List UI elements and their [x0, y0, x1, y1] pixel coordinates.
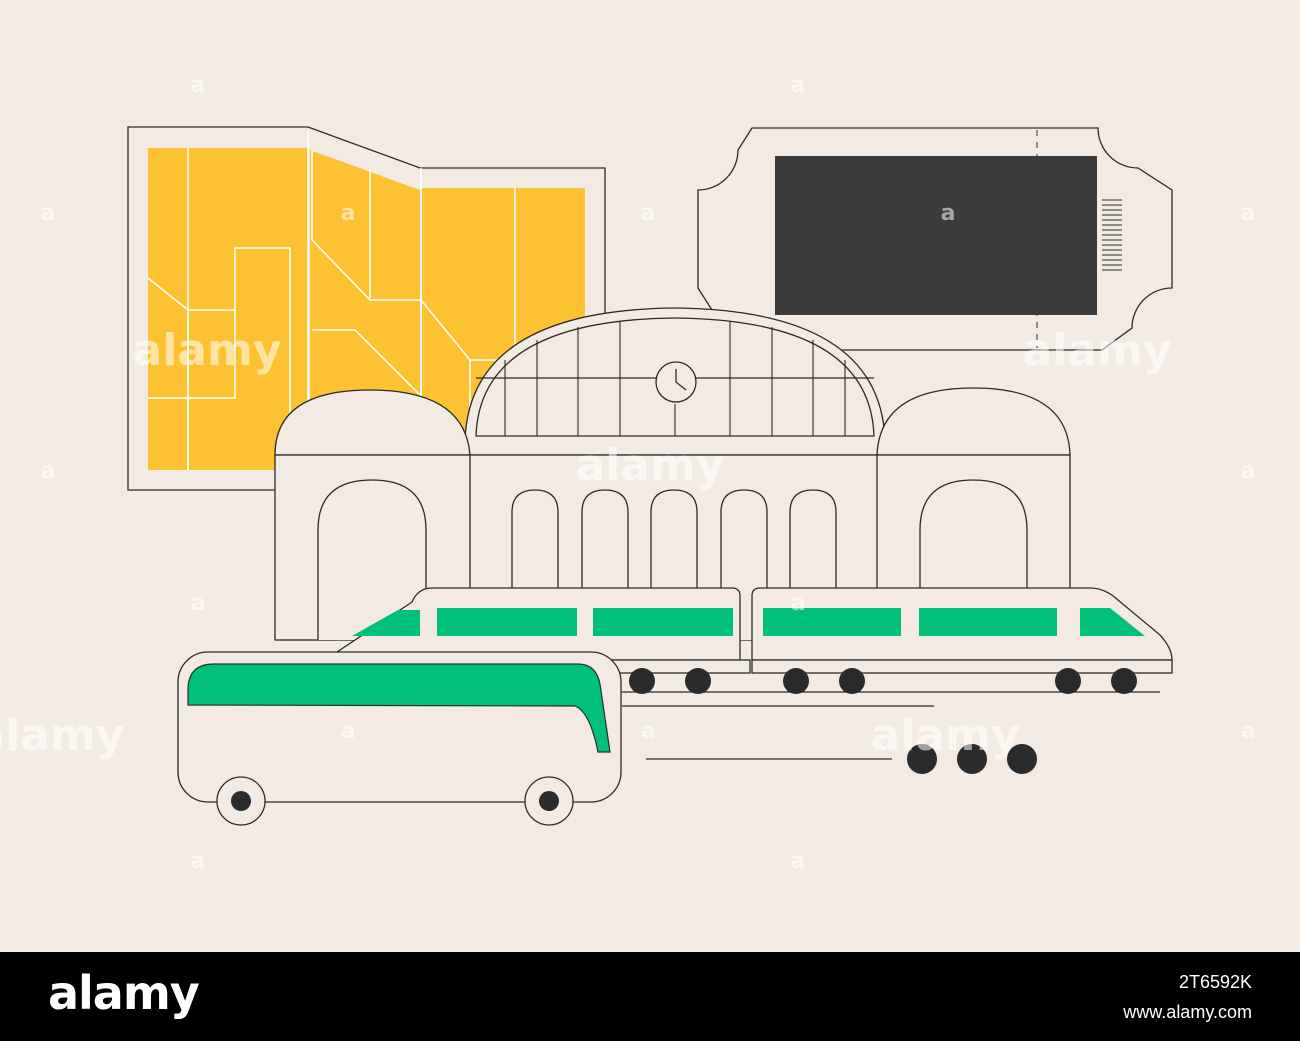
- svg-text:a: a: [941, 201, 956, 226]
- train-icon: [322, 587, 1173, 694]
- ticket-icon: [697, 127, 1173, 351]
- watermark-marks: a a a a a a a a a a a a a a a a: [41, 73, 1256, 874]
- watermark-text: alamy: [1023, 325, 1172, 376]
- svg-text:a: a: [191, 591, 206, 616]
- footer-logo: alamy: [48, 966, 200, 1020]
- svg-text:a: a: [791, 849, 806, 874]
- ellipsis-dots: [907, 744, 1037, 774]
- svg-text:a: a: [41, 459, 56, 484]
- stock-footer-bar: alamy 2T6592K www.alamy.com: [0, 952, 1300, 1041]
- svg-text:a: a: [791, 73, 806, 98]
- svg-text:a: a: [1241, 719, 1256, 744]
- watermark: alamy alamy alamy alamy alamy: [0, 325, 1172, 761]
- clock-icon: [655, 361, 697, 403]
- svg-text:a: a: [791, 591, 806, 616]
- image-id: 2T6592K: [1178, 972, 1252, 992]
- watermark-text: alamy: [576, 440, 725, 491]
- svg-text:a: a: [641, 719, 656, 744]
- motion-lines: [622, 705, 934, 760]
- svg-text:a: a: [191, 73, 206, 98]
- svg-text:a: a: [641, 201, 656, 226]
- watermark-text: alamy: [133, 325, 282, 376]
- footer-url: www.alamy.com: [1123, 1002, 1252, 1022]
- watermark-text: alamy: [871, 710, 1020, 761]
- svg-text:a: a: [341, 719, 356, 744]
- bus-icon: [177, 651, 622, 826]
- watermark-text: alamy: [0, 710, 125, 761]
- svg-text:a: a: [41, 201, 56, 226]
- svg-text:a: a: [1241, 459, 1256, 484]
- svg-text:a: a: [1241, 201, 1256, 226]
- svg-text:a: a: [341, 201, 356, 226]
- svg-text:a: a: [191, 849, 206, 874]
- transport-illustration: alamy alamy alamy alamy alamy a a a a a …: [0, 73, 1256, 874]
